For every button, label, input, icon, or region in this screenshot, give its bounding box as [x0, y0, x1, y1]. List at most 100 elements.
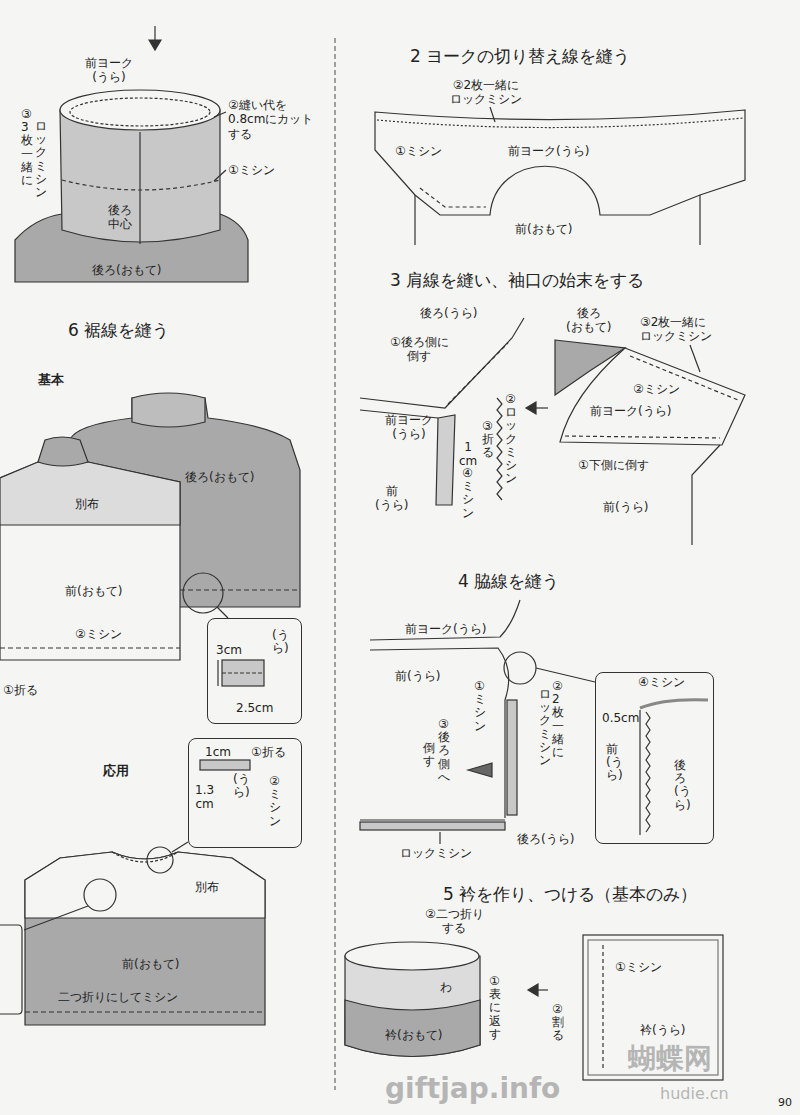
- part-label: ②2枚一緒に: [552, 680, 564, 759]
- leader-line: [214, 112, 226, 117]
- inset-label: ②割る: [552, 1003, 564, 1043]
- leader-line: [414, 195, 415, 245]
- part-label: ④ミシン: [462, 467, 474, 520]
- illustration-group: [0, 26, 745, 1090]
- inset-label: 衿(うら): [640, 1023, 685, 1037]
- garment-outline: [448, 343, 508, 404]
- part-label: 前 (うら): [375, 484, 408, 513]
- variant-heading: 基本: [38, 372, 64, 388]
- part-label: 後ろ 中心: [108, 203, 132, 232]
- garment-outline: [0, 462, 180, 660]
- garment-outline: [370, 648, 509, 818]
- part-label: 前ヨーク (うら): [85, 56, 133, 85]
- part-label: 後ろ (おもて): [566, 306, 611, 335]
- garment-outline: [377, 118, 743, 128]
- inset-label: ①折る: [251, 745, 286, 759]
- part-label: 前ヨーク(うら): [405, 622, 486, 636]
- garment-outline: [132, 393, 205, 427]
- leader-line: [639, 710, 640, 835]
- leader-line: [439, 832, 440, 844]
- inset-label: ①ミシン: [615, 960, 662, 974]
- part-label: 前(うら): [395, 669, 440, 683]
- part-label: ①ミシン: [395, 144, 442, 158]
- part-label: 後ろ(おもて): [92, 263, 161, 277]
- garment-outline: [375, 110, 745, 215]
- inset-label: ②ミシン: [269, 775, 281, 828]
- part-label: 前ヨーク (うら): [385, 413, 433, 442]
- garment-outline: [468, 763, 492, 777]
- inset-label: 0.5cm: [602, 711, 639, 725]
- inset-label: 後ろ(うら): [674, 759, 686, 812]
- variant-heading: 応用: [103, 763, 129, 779]
- watermark: giftjap.info: [385, 1072, 560, 1106]
- part-label: 前ヨーク(うら): [590, 404, 671, 418]
- part-label: ②ミシン: [75, 627, 122, 641]
- garment-outline: [640, 700, 708, 708]
- garment-outline: [528, 984, 538, 996]
- part-label: ①下側に倒す: [578, 458, 649, 472]
- leader-line: [699, 195, 700, 245]
- fabric-part: [583, 935, 723, 1080]
- inset-label: 3cm: [216, 643, 242, 657]
- inset-label: 前(うら): [606, 743, 618, 783]
- part-label: ②ロックミシン: [505, 393, 517, 485]
- garment-outline: [0, 462, 180, 525]
- fabric-part: [588, 940, 718, 1075]
- garment-outline: [630, 356, 738, 400]
- leader-line: [172, 842, 188, 852]
- leader-line: [0, 647, 180, 648]
- callout-circle: [84, 879, 116, 911]
- garment-outline: [149, 40, 161, 50]
- leader-line: [24, 906, 88, 930]
- part-label: 前ヨーク(うら): [508, 144, 589, 158]
- leader-line: [490, 107, 495, 122]
- detail-inset: 1cm①折る1.3 cm(うら)②ミシン: [188, 738, 302, 848]
- part-label: わ: [440, 980, 452, 994]
- step-heading: 4 脇線を縫う: [458, 571, 559, 591]
- inset-label: 1cm: [205, 745, 231, 759]
- callout-circle: [504, 652, 536, 684]
- part-label: 1 cm: [459, 440, 477, 469]
- garment-outline: [38, 437, 88, 466]
- fabric-part: [222, 660, 264, 686]
- fabric-part: [200, 760, 250, 770]
- leader-line: [334, 38, 335, 1090]
- garment-outline: [692, 445, 720, 545]
- collar-rim: [60, 90, 220, 130]
- leader-line: [139, 132, 140, 244]
- page-number: 90: [778, 1096, 792, 1109]
- garment-outline: [370, 600, 520, 640]
- leader-line: [690, 345, 700, 372]
- garment-outline: [360, 318, 524, 408]
- part-label: ②縫い代を 0.8cmにカット する: [228, 98, 313, 141]
- fabric-part: [507, 700, 517, 815]
- part-label: ①折る: [3, 683, 38, 697]
- part-label: 前(おもて): [515, 222, 572, 236]
- garment-outline: [0, 925, 22, 1014]
- callout-circle: [147, 847, 173, 873]
- leader-line: [25, 1011, 265, 1012]
- part-label: ②二つ折り する: [425, 907, 484, 936]
- leader-line: [217, 607, 228, 618]
- leader-line: [222, 672, 264, 673]
- detail-inset: 3cm (うら) 2.5cm: [207, 618, 302, 724]
- garment-outline: [565, 436, 720, 438]
- part-label: 別布: [195, 880, 219, 894]
- garment-outline: [112, 852, 178, 862]
- garment-outline: [420, 188, 486, 207]
- garment-outline: [345, 1000, 480, 1057]
- garment-outline: [345, 956, 480, 1057]
- inset-label: 2.5cm: [236, 701, 273, 715]
- part-label: 後ろ(おもて): [185, 470, 254, 484]
- garment-outline: [25, 852, 265, 1025]
- part-label: ②ミシン: [633, 382, 680, 396]
- part-label: 前(おもて): [122, 957, 179, 971]
- inset-label: (うら): [272, 629, 284, 655]
- garment-outline: [360, 819, 505, 820]
- leader-line: [214, 170, 226, 181]
- inset-label: 1.3 cm: [195, 783, 214, 812]
- part-label: ②2枚一緒に ロックミシン: [450, 78, 522, 107]
- collar-rim: [345, 942, 479, 970]
- part-label: 別布: [75, 497, 99, 511]
